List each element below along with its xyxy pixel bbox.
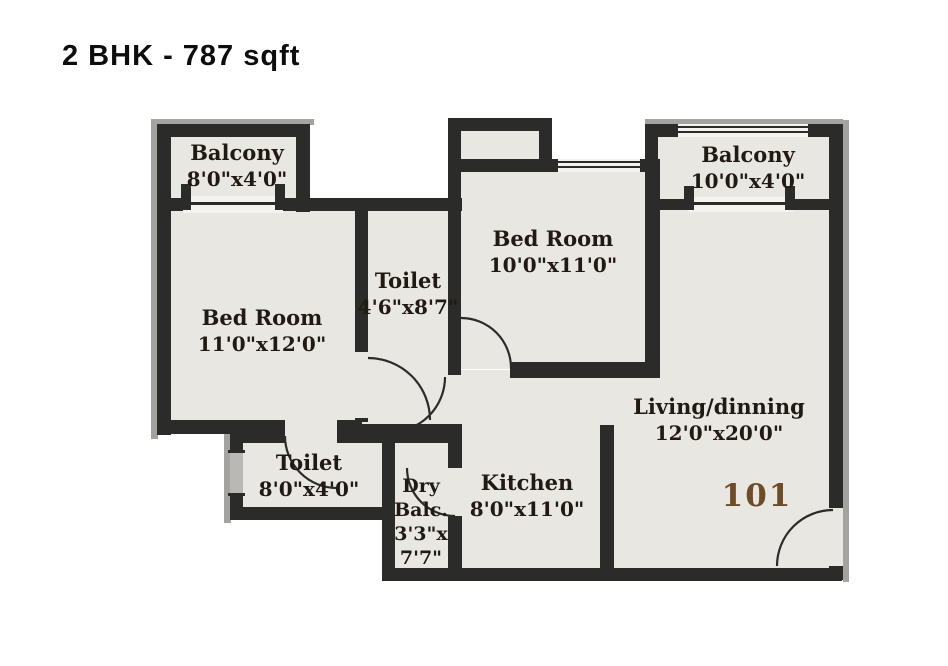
room-dims: 10'0"x11'0" — [488, 253, 618, 277]
room-floor-bedroom-mid — [454, 165, 652, 369]
room-floor-toilet-mid — [361, 204, 455, 376]
room-name: Balcony — [190, 140, 284, 165]
room-dims: 10'0"x4'0" — [690, 169, 806, 193]
room-dims-2: 7'7" — [399, 547, 443, 569]
room-label-balcony-right: Balcony 10'0"x4'0" — [691, 142, 806, 194]
room-floor-kitchen — [455, 430, 605, 572]
room-name: Kitchen — [480, 470, 574, 495]
window-bedroom-mid — [558, 159, 640, 172]
room-label-toilet-bottom: Toilet 8'0"x4'0" — [259, 450, 360, 502]
room-name: Living/dinning — [633, 394, 805, 419]
window-toilet-bottom — [228, 450, 245, 496]
sliding-door-balcony-right — [684, 186, 795, 212]
door-gap-entry — [829, 508, 843, 566]
room-dims: 4'6"x8'7" — [357, 295, 459, 319]
room-dims: 8'0"x4'0" — [186, 167, 288, 191]
door-arc-bedroom-mid — [460, 316, 513, 369]
room-name-2: Balc. — [394, 499, 448, 521]
room-label-balcony-left: Balcony 8'0"x4'0" — [187, 140, 288, 192]
room-label-bedroom-left: Bed Room 11'0"x12'0" — [198, 305, 327, 357]
room-dims: 12'0"x20'0" — [654, 421, 784, 445]
room-dims: 3'3"x — [394, 523, 448, 545]
opening-layer — [181, 124, 843, 566]
door-arc-entry — [775, 508, 834, 567]
door-gap-bedroom-left — [355, 352, 368, 418]
door-arc-toilet-bottom — [283, 435, 338, 490]
room-label-living: Living/dinning 12'0"x20'0" — [633, 394, 805, 446]
door-gap-toilet-bottom — [285, 420, 337, 443]
room-floor-toilet-bottom — [236, 436, 388, 514]
room-label-kitchen: Kitchen 8'0"x11'0" — [470, 470, 585, 522]
door-arc-dry-balcony — [405, 467, 456, 518]
room-dims: 8'0"x11'0" — [469, 497, 585, 521]
wall-layer — [157, 118, 843, 581]
exterior-shadow-layer — [151, 119, 849, 582]
door-arc-bedroom-left — [367, 356, 432, 421]
window-balcony-right — [678, 124, 808, 137]
door-gap-dry-balcony — [448, 468, 462, 516]
room-name: Dry — [402, 475, 440, 497]
room-floor-balcony-right — [651, 130, 836, 206]
room-dims: 11'0"x12'0" — [197, 332, 327, 356]
page-title: 2 BHK - 787 sqft — [62, 40, 301, 72]
room-label-dry-balcony: Dry Balc. 3'3"x 7'7" — [394, 474, 448, 570]
room-name: Bed Room — [201, 305, 323, 330]
unit-number: 101 — [721, 478, 793, 514]
room-floor-bedroom-left — [164, 204, 362, 428]
sliding-door-balcony-left — [181, 184, 285, 213]
room-floor-dry-balcony — [388, 436, 450, 572]
room-name: Bed Room — [492, 226, 614, 251]
room-label-toilet-mid: Toilet 4'6"x8'7" — [358, 268, 459, 320]
room-dims: 8'0"x4'0" — [258, 477, 360, 501]
room-name: Balcony — [701, 142, 795, 167]
door-arc-layer — [283, 316, 834, 567]
room-label-bedroom-mid: Bed Room 10'0"x11'0" — [489, 226, 618, 278]
room-floor-living — [655, 205, 835, 571]
room-name: Toilet — [275, 450, 343, 475]
hall-floor — [361, 370, 660, 430]
room-name: Toilet — [374, 268, 442, 293]
door-arc-toilet-mid — [389, 376, 447, 434]
